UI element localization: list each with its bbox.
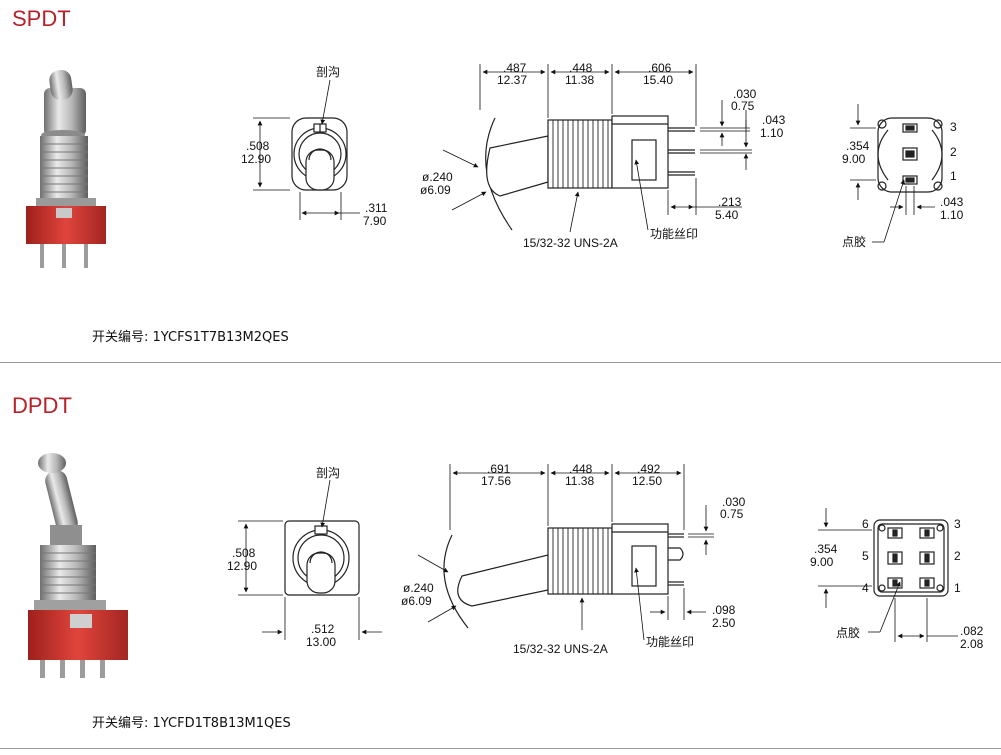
spdt-front-h-in: .508 [246,139,270,153]
bottom-divider [0,748,1001,749]
dpdt-front-dimensions [238,479,382,640]
spdt-part-label: 开关编号: [92,330,149,345]
spdt-thread-spec: 15/32-32 UNS-2A [523,236,618,250]
spdt-title: SPDT [12,6,71,31]
spdt-front-view [291,117,348,191]
dpdt-part-number: 开关编号: 1YCFD1T8B13M1QES [92,712,291,731]
spdt-func-print: 功能丝印 [650,227,698,241]
dpdt-part-value: 1YCFD1T8B13M1QES [152,716,291,731]
spdt-bottom-p-in: .043 [940,195,964,209]
spdt-glue-label: 点胶 [842,234,866,249]
dpdt-pin-3: 3 [954,517,961,531]
dpdt-front-w-in: .512 [311,622,335,636]
spdt-side-d3-in: .606 [648,61,672,75]
spdt-side-t1-in: .030 [733,87,757,101]
dpdt-side-d1-mm: 17.56 [481,474,511,488]
dpdt-side-d3-mm: 12.50 [632,474,662,488]
dpdt-side-b-in: .098 [712,603,736,617]
dpdt-thread-spec: 15/32-32 UNS-2A [513,642,608,656]
spdt-side-d2-mm: 11.38 [565,73,594,87]
dpdt-bottom-view [873,519,949,597]
spdt-pin-2: 2 [950,145,957,159]
dpdt-side-dia-in: ø.240 [403,581,434,595]
spdt-front-w-in: .311 [365,201,388,215]
spdt-side-d2-in: .448 [569,61,593,75]
dpdt-front-w-mm: 13.00 [306,635,336,649]
section-divider [0,362,1001,363]
spdt-side-b-mm: 5.40 [715,208,739,222]
spdt-bottom-h-in: .354 [846,139,870,153]
spdt-side-dimensions [442,64,752,233]
spdt-bottom-view [877,117,943,193]
dpdt-bottom-dimensions [818,508,958,642]
spdt-pin-1: 1 [950,169,957,183]
spdt-side-b-in: .213 [718,195,742,209]
dpdt-func-print: 功能丝印 [646,635,694,649]
dpdt-glue-label: 点胶 [836,625,860,640]
dpdt-side-d1-in: .691 [487,462,511,476]
spdt-side-d1-mm: 12.37 [497,73,527,87]
dpdt-side-b-mm: 2.50 [712,616,736,630]
dpdt-side-d3-in: .492 [637,462,661,476]
spdt-side-t1-mm: 0.75 [731,99,755,113]
dpdt-product-photo [28,453,128,678]
spdt-pin-3: 3 [950,120,957,134]
spdt-product-photo [26,69,106,268]
spdt-side-t2-in: .043 [762,113,786,127]
spdt-bottom-h-mm: 9.00 [842,152,866,166]
spdt-front-w-mm: 7.90 [363,214,387,228]
spdt-part-value: 1YCFS1T7B13M2QES [152,330,289,345]
dpdt-bottom-h-in: .354 [814,542,838,556]
dpdt-bottom-h-mm: 9.00 [810,555,834,569]
dpdt-front-view [284,520,360,596]
dpdt-pin-2: 2 [954,549,961,563]
dpdt-side-t1-in: .030 [722,495,746,509]
dpdt-bottom-p-mm: 2.08 [960,637,984,651]
dpdt-bottom-p-in: .082 [960,624,984,638]
spdt-front-dimensions [253,79,360,220]
dpdt-side-dimensions [417,464,714,641]
dpdt-pin-1: 1 [954,581,961,595]
spdt-groove-label: 剖沟 [316,65,340,79]
spdt-side-dia-mm: ø6.09 [420,183,451,197]
dpdt-side-dia-mm: ø6.09 [401,594,432,608]
dpdt-groove-label: 剖沟 [316,466,340,480]
spdt-side-d3-mm: 15.40 [643,73,673,87]
dpdt-side-view [443,523,684,629]
dpdt-pin-6: 6 [862,517,869,531]
dpdt-side-d2-in: .448 [569,462,593,476]
dpdt-front-h-in: .508 [232,546,256,560]
dpdt-front-h-mm: 12.90 [227,559,257,573]
spdt-side-dia-in: ø.240 [422,170,453,184]
spdt-side-view [485,115,695,231]
dpdt-title: DPDT [12,393,72,418]
spdt-part-number: 开关编号: 1YCFS1T7B13M2QES [92,326,289,345]
dpdt-part-label: 开关编号: [92,716,149,731]
dpdt-pin-5: 5 [862,549,869,563]
spdt-side-d1-in: .487 [503,61,527,75]
dpdt-pin-4: 4 [862,581,869,595]
spdt-side-t2-mm: 1.10 [760,126,784,140]
spdt-front-h-mm: 12.90 [241,152,271,166]
dpdt-side-t1-mm: 0.75 [720,507,744,521]
dpdt-side-d2-mm: 11.38 [565,474,594,488]
spdt-bottom-p-mm: 1.10 [940,208,964,222]
spdt-bottom-dimensions [850,104,935,243]
